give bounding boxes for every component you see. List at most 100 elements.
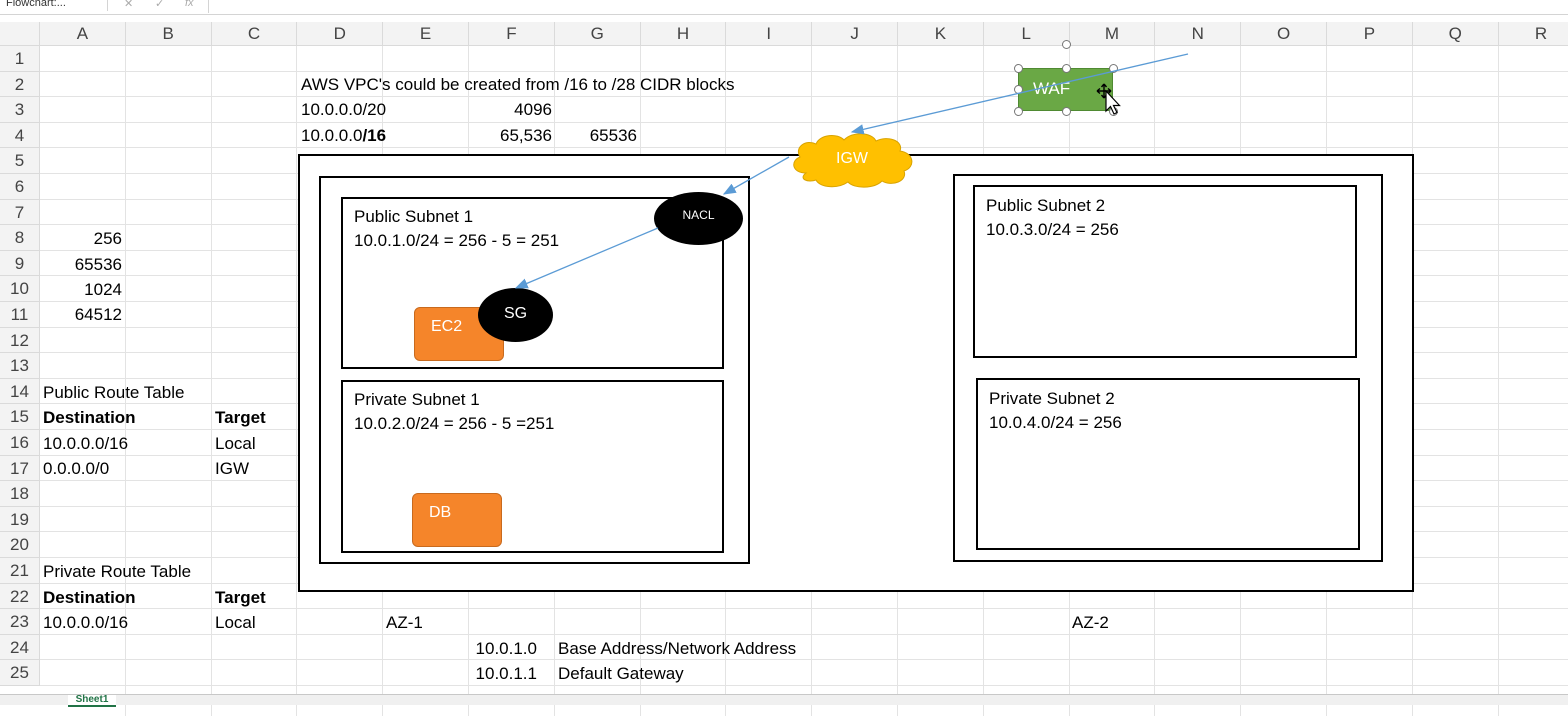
row-header-4[interactable]: 4 (0, 122, 40, 149)
resize-handle[interactable] (1062, 107, 1071, 116)
row-header-24[interactable]: 24 (0, 634, 40, 661)
row-header-16[interactable]: 16 (0, 430, 40, 456)
cell-d4-prefix: 10.0.0.0 (301, 126, 363, 145)
security-group-oval[interactable]: SG (478, 288, 553, 342)
enter-icon[interactable]: ✓ (155, 0, 165, 10)
resize-handle[interactable] (1062, 64, 1071, 73)
row-header-1[interactable]: 1 (0, 46, 40, 72)
public-subnet-1-title: Public Subnet 1 (354, 207, 474, 226)
cell-a17[interactable]: 0.0.0.0/0 (43, 459, 110, 478)
db-instance[interactable]: DB (412, 493, 502, 547)
column-header-e[interactable]: E (383, 22, 469, 46)
column-header-d[interactable]: D (297, 22, 384, 46)
cell-a23[interactable]: 10.0.0.0/16 (43, 613, 129, 632)
column-header-c[interactable]: C (211, 22, 298, 46)
formula-input[interactable] (208, 0, 1567, 13)
cell-c22[interactable]: Target (215, 588, 266, 607)
row-header-13[interactable]: 13 (0, 353, 40, 379)
row-header-25[interactable]: 25 (0, 660, 40, 686)
cell-c15[interactable]: Target (215, 408, 266, 427)
private-subnet-2-box[interactable]: Private Subnet 2 10.0.4.0/24 = 256 (976, 378, 1360, 550)
formula-bar: Flowchart:... ✕ ✓ fx (0, 0, 1568, 15)
cell-a16[interactable]: 10.0.0.0/16 (43, 434, 129, 453)
cell-d3[interactable]: 10.0.0.0/20 (301, 100, 387, 119)
row-header-3[interactable]: 3 (0, 97, 40, 123)
cell-a22[interactable]: Destination (43, 588, 136, 607)
cell-a10[interactable]: 1024 (84, 280, 122, 299)
row-header-5[interactable]: 5 (0, 148, 40, 174)
row-header-22[interactable]: 22 (0, 583, 40, 610)
public-subnet-2-box[interactable]: Public Subnet 2 10.0.3.0/24 = 256 (973, 185, 1357, 358)
row-header-20[interactable]: 20 (0, 532, 40, 558)
cell-c23[interactable]: Local (215, 613, 256, 632)
cell-f4[interactable]: 65,536 (500, 126, 552, 145)
resize-handle[interactable] (1014, 64, 1023, 73)
sg-label: SG (503, 305, 528, 322)
cell-a21[interactable]: Private Route Table (43, 562, 192, 581)
cell-g24[interactable]: Base Address/Network Address (558, 639, 797, 658)
row-header-14[interactable]: 14 (0, 378, 40, 405)
row-header-18[interactable]: 18 (0, 481, 40, 507)
row-header-12[interactable]: 12 (0, 327, 40, 354)
column-header-b[interactable]: B (125, 22, 212, 46)
column-header-k[interactable]: K (898, 22, 984, 46)
cell-f24[interactable]: 10.0.1.0 (475, 639, 537, 658)
column-header-l[interactable]: L (983, 22, 1070, 46)
private-subnet-1-box[interactable]: Private Subnet 1 10.0.2.0/24 = 256 - 5 =… (341, 380, 724, 553)
row-header-9[interactable]: 9 (0, 250, 40, 277)
column-header-r[interactable]: R (1498, 22, 1568, 46)
row-header-6[interactable]: 6 (0, 174, 40, 200)
row-header-17[interactable]: 17 (0, 455, 40, 482)
row-header-15[interactable]: 15 (0, 404, 40, 430)
cell-a8[interactable]: 256 (93, 229, 122, 248)
name-box[interactable]: Flowchart:... (0, 0, 108, 11)
column-header-j[interactable]: J (812, 22, 898, 46)
cancel-icon[interactable]: ✕ (124, 0, 134, 10)
resize-handle[interactable] (1014, 107, 1023, 116)
column-header-q[interactable]: Q (1412, 22, 1499, 46)
cell-f25[interactable]: 10.0.1.1 (475, 664, 537, 683)
row-header-21[interactable]: 21 (0, 558, 40, 584)
row-header-10[interactable]: 10 (0, 276, 40, 302)
cell-a15[interactable]: Destination (43, 408, 136, 427)
insert-function-icon[interactable]: fx (185, 0, 194, 9)
rotate-handle[interactable] (1062, 40, 1071, 49)
nacl-oval[interactable]: NACL (654, 192, 743, 245)
cell-d2[interactable]: AWS VPC's could be created from /16 to /… (301, 75, 735, 94)
row-header-7[interactable]: 7 (0, 199, 40, 226)
cell-c16[interactable]: Local (215, 434, 256, 453)
cell-f3[interactable]: 4096 (514, 100, 552, 119)
column-header-h[interactable]: H (640, 22, 727, 46)
cell-g4[interactable]: 65536 (589, 126, 637, 145)
select-all-corner[interactable] (0, 22, 40, 46)
row-header-2[interactable]: 2 (0, 71, 40, 98)
cell-g25[interactable]: Default Gateway (558, 664, 684, 683)
sheet-tab-bar: Sheet1 (0, 694, 1568, 707)
resize-handle[interactable] (1014, 85, 1023, 94)
igw-cloud[interactable]: IGW (786, 131, 918, 189)
column-header-i[interactable]: I (726, 22, 813, 46)
row-header-8[interactable]: 8 (0, 225, 40, 251)
resize-handle[interactable] (1109, 64, 1118, 73)
cell-a11[interactable]: 64512 (74, 305, 122, 324)
sheet-tab-sheet1[interactable]: Sheet1 (68, 695, 116, 707)
cell-c17[interactable]: IGW (215, 459, 249, 478)
cell-d4-suffix: /16 (362, 126, 387, 145)
cell-e23[interactable]: AZ-1 (386, 613, 423, 632)
cell-m23[interactable]: AZ-2 (1072, 613, 1109, 632)
cell-a9[interactable]: 65536 (74, 255, 122, 274)
private-subnet-2-cidr: 10.0.4.0/24 = 256 (989, 413, 1122, 432)
column-header-f[interactable]: F (469, 22, 555, 46)
column-header-p[interactable]: P (1327, 22, 1413, 46)
column-header-n[interactable]: N (1155, 22, 1242, 46)
row-header-11[interactable]: 11 (0, 302, 40, 328)
column-header-o[interactable]: O (1241, 22, 1327, 46)
column-header-g[interactable]: G (554, 22, 641, 46)
row-header-23[interactable]: 23 (0, 609, 40, 635)
cell-d4[interactable]: 10.0.0.0/16 (301, 126, 386, 146)
nacl-label: NACL (682, 208, 715, 222)
row-header-19[interactable]: 19 (0, 506, 40, 533)
cell-a14[interactable]: Public Route Table (43, 383, 185, 402)
column-header-a[interactable]: A (40, 22, 126, 46)
column-header-m[interactable]: M (1069, 22, 1156, 46)
